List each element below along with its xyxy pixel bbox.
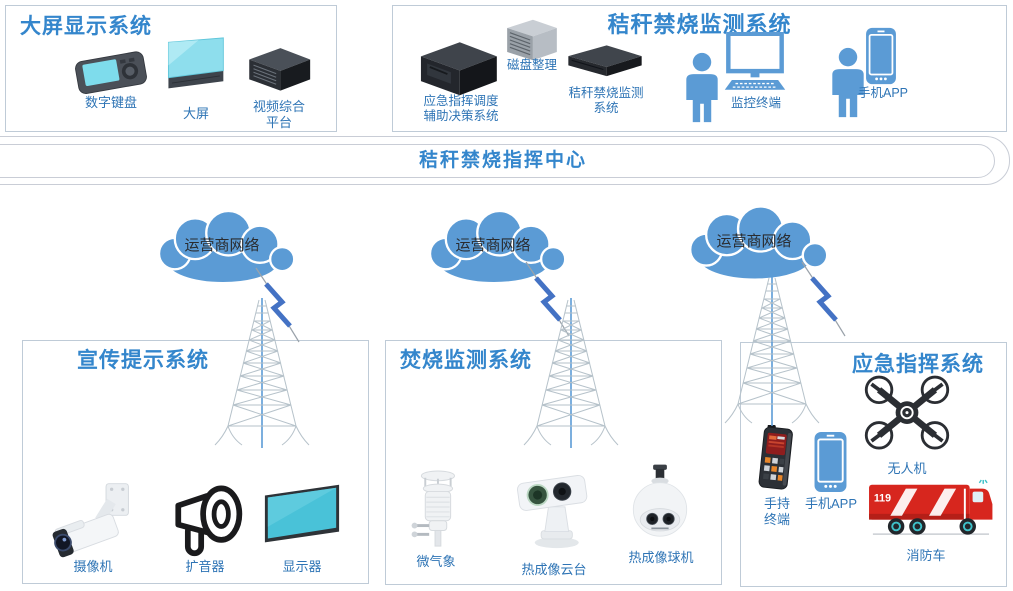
item-label: 微气象 bbox=[416, 554, 456, 569]
item-label: 手机APP bbox=[857, 86, 908, 100]
cloud-label: 运营商网络 bbox=[184, 237, 260, 254]
fire-truck-icon: 119 bbox=[869, 479, 993, 535]
item-label: 监控终端 bbox=[730, 96, 781, 110]
drone-icon bbox=[864, 375, 950, 450]
item-label: 秸秆禁烧监测 系统 bbox=[568, 86, 644, 115]
item-label: 热成像云台 bbox=[521, 562, 587, 577]
cloud-label: 运营商网络 bbox=[455, 237, 531, 254]
operator-terminal-icon bbox=[724, 32, 786, 90]
command-center-title: 秸秆禁烧指挥中心 bbox=[0, 144, 995, 178]
item-label: 扩音器 bbox=[185, 559, 225, 574]
operator-network-cloud-1: 运营商网络 bbox=[147, 206, 297, 290]
signal-tower-icon bbox=[523, 298, 619, 448]
item-label: 无人机 bbox=[887, 461, 927, 476]
monitor-server-icon bbox=[568, 45, 642, 77]
thermal-ptz-camera-icon bbox=[517, 474, 588, 549]
emergency-command-title: 应急指挥系统 bbox=[852, 353, 984, 376]
mobile-phone-icon bbox=[813, 431, 848, 493]
weather-station-icon bbox=[411, 470, 456, 547]
item-label: 应急指挥调度 辅助决策系统 bbox=[423, 94, 499, 123]
straw-burning-monitor-box: 秸秆禁烧监测系统 应急指挥调度 辅助决策系统 磁盘整理 秸秆 bbox=[392, 5, 1007, 132]
item-label: 消防车 bbox=[906, 548, 946, 563]
item-label: 手持 终端 bbox=[763, 496, 790, 527]
burning-monitor-title: 焚烧监测系统 bbox=[400, 349, 532, 372]
big-screen-icon bbox=[167, 37, 224, 89]
handheld-terminal-icon bbox=[758, 425, 793, 490]
operator-phone-icon bbox=[865, 27, 897, 85]
item-label: 显示器 bbox=[282, 559, 322, 574]
propaganda-prompt-title: 宣传提示系统 bbox=[77, 349, 209, 372]
item-label: 磁盘整理 bbox=[506, 58, 557, 72]
item-label: 手机APP bbox=[804, 496, 857, 511]
straw-burning-monitor-title: 秸秆禁烧监测系统 bbox=[607, 12, 792, 37]
disk-array-icon bbox=[507, 19, 557, 61]
command-dispatch-server-icon bbox=[420, 42, 497, 96]
item-label: 数字键盘 bbox=[84, 95, 137, 110]
display-monitor-icon bbox=[264, 484, 340, 543]
megaphone-icon bbox=[175, 485, 243, 557]
operator-network-cloud-2: 运营商网络 bbox=[418, 206, 568, 290]
bullet-camera-icon bbox=[52, 483, 129, 558]
burning-monitor-box: 焚烧监测系统 微气象 bbox=[385, 340, 722, 585]
signal-tower-icon bbox=[724, 276, 820, 426]
command-center-bar: 秸秆禁烧指挥中心 bbox=[0, 136, 1010, 185]
numeric-keyboard-icon bbox=[75, 51, 147, 94]
item-label: 摄像机 bbox=[73, 559, 113, 574]
video-platform-server-icon bbox=[249, 48, 311, 91]
item-label: 大屏 bbox=[182, 106, 209, 121]
large-screen-display-title: 大屏显示系统 bbox=[20, 15, 152, 38]
large-screen-display-box: 大屏显示系统 数字键盘 大屏 视频综合 平台 bbox=[5, 5, 337, 132]
operator-network-cloud-3: 运营商网络 bbox=[678, 202, 830, 286]
operator-terminal-person-icon bbox=[686, 52, 718, 123]
truck-number: 119 bbox=[874, 492, 891, 504]
thermal-dome-camera-icon bbox=[632, 464, 688, 537]
item-label: 视频综合 平台 bbox=[252, 99, 305, 130]
cloud-label: 运营商网络 bbox=[716, 233, 792, 250]
signal-tower-icon bbox=[214, 298, 310, 448]
item-label: 热成像球机 bbox=[628, 550, 694, 565]
propaganda-prompt-box: 宣传提示系统 摄像机 扩音器 bbox=[22, 340, 369, 584]
